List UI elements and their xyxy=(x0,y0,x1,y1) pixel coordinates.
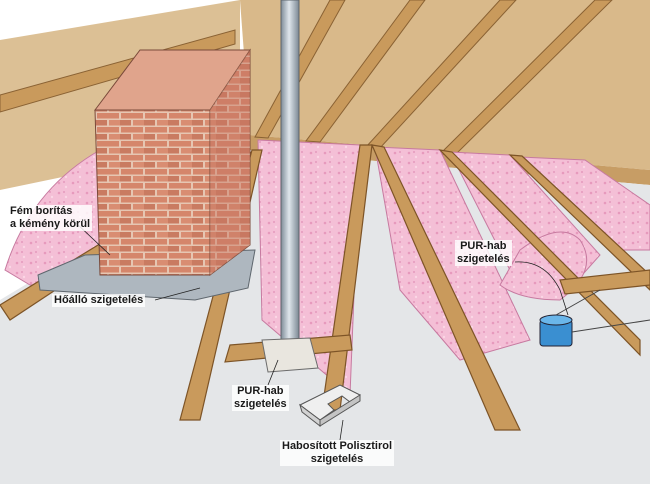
label-pur-foam-right: PUR-hab szigetelés xyxy=(455,240,512,266)
pur-foam-collar xyxy=(261,337,319,373)
label-pur-foam-center: PUR-hab szigetelés xyxy=(232,385,289,411)
metal-flue-pipe xyxy=(280,0,300,364)
label-foamed-polystyrene: Habosított Polisztirol szigetelés xyxy=(280,440,394,466)
brick-chimney xyxy=(94,48,251,276)
roof-rafters xyxy=(0,0,613,156)
polystyrene-block xyxy=(299,384,361,428)
label-metal-chimney-cover: Fém borítás a kémény körül xyxy=(8,205,93,231)
label-heat-resistant-insulation: Hőálló szigetelés xyxy=(52,294,146,307)
recessed-light-box xyxy=(539,289,650,347)
